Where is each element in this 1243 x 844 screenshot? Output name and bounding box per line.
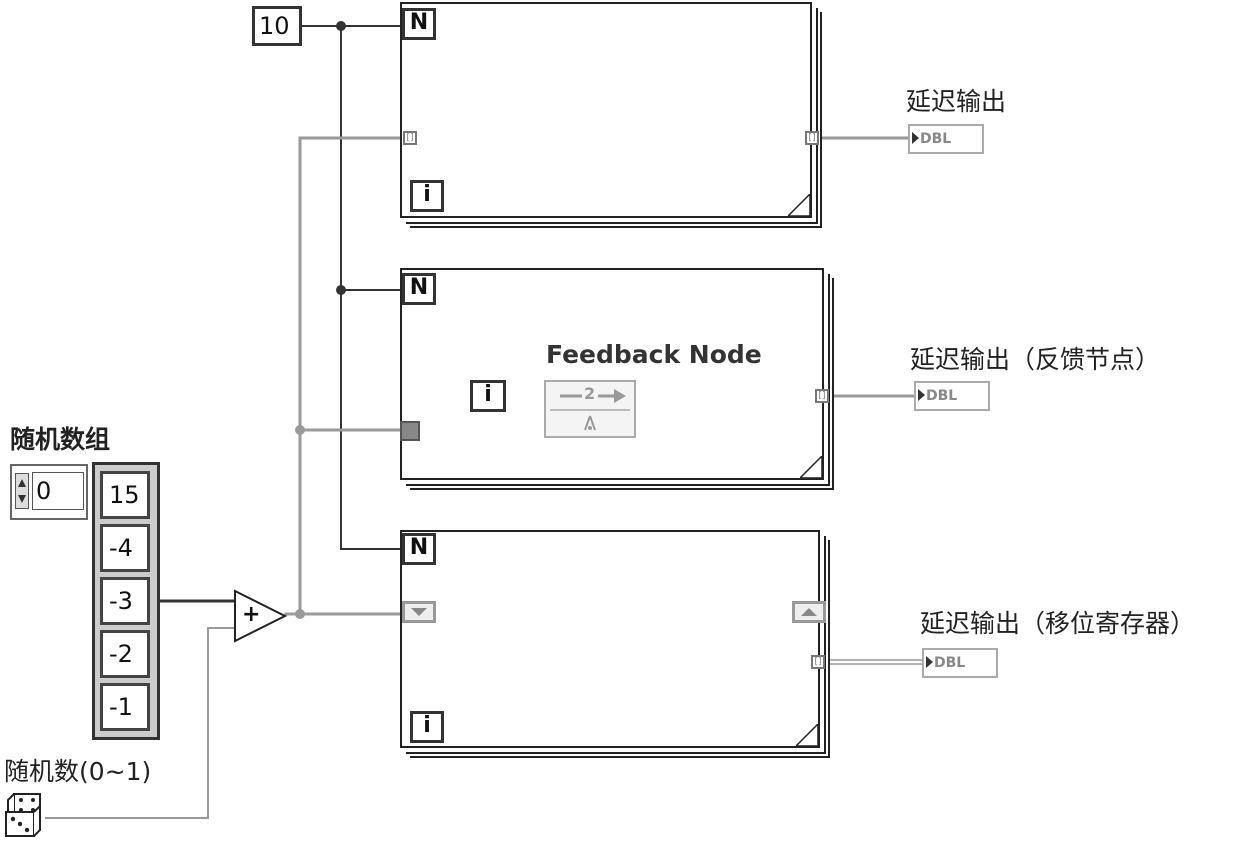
tunnel-in-loop1[interactable]: [] <box>403 131 417 145</box>
tunnel-out-loop2[interactable]: [] <box>815 389 829 403</box>
array-index-value[interactable]: 0 <box>32 472 84 510</box>
tunnel-out-loop1[interactable]: [] <box>805 131 819 145</box>
indicator-dbl-1[interactable]: DBL <box>908 124 984 154</box>
count-terminal-loop1[interactable]: N <box>402 8 436 40</box>
random-dice-function[interactable] <box>2 792 46 838</box>
tunnel-in-loop2[interactable] <box>400 421 420 441</box>
array-label: 随机数组 <box>10 425 111 454</box>
n-constant[interactable]: 10 <box>252 6 302 46</box>
add-function[interactable]: + <box>232 588 288 644</box>
shift-register-left[interactable] <box>402 601 436 623</box>
iteration-terminal-loop2[interactable]: i <box>470 380 506 412</box>
array-indicator-icon <box>918 389 925 401</box>
down-arrow-icon <box>411 608 427 616</box>
array-element[interactable]: -3 <box>100 577 150 625</box>
indicator-dbl-2[interactable]: DBL <box>914 381 990 411</box>
array-element[interactable]: -2 <box>100 630 150 678</box>
index-spinner[interactable] <box>15 473 29 509</box>
shift-register-right[interactable] <box>792 601 826 623</box>
loop-resize-corner <box>788 194 810 216</box>
feedback-node[interactable]: 2 <box>544 380 636 438</box>
junction-dot <box>295 609 305 619</box>
count-terminal-loop2[interactable]: N <box>402 273 436 305</box>
iteration-terminal-loop1[interactable]: i <box>410 180 444 212</box>
random-label: 随机数(0~1) <box>4 757 152 786</box>
feedback-delay: 2 <box>584 384 596 403</box>
count-terminal-loop3[interactable]: N <box>402 533 436 565</box>
add-triangle-icon <box>234 589 288 643</box>
wire-n-trunk <box>340 25 403 550</box>
dice-icon <box>5 793 41 837</box>
junction-dot <box>295 425 305 435</box>
array-elements[interactable]: 15 -4 -3 -2 -1 <box>92 462 160 740</box>
array-element[interactable]: -1 <box>100 683 150 731</box>
loop-resize-corner <box>800 456 822 478</box>
spinner-arrows-icon <box>18 479 26 503</box>
add-symbol: + <box>242 602 261 627</box>
array-element[interactable]: 15 <box>100 471 150 519</box>
junction-dot <box>336 285 346 295</box>
up-arrow-icon <box>801 608 817 616</box>
indicator-label-3: 延迟输出（移位寄存器） <box>920 609 1196 638</box>
array-indicator-icon <box>912 132 919 144</box>
for-loop-1[interactable] <box>400 2 812 218</box>
indicator-label-2: 延迟输出（反馈节点） <box>910 345 1161 374</box>
tunnel-out-loop3[interactable]: [] <box>811 655 825 669</box>
for-loop-2[interactable] <box>400 268 824 480</box>
feedback-node-title: Feedback Node <box>546 340 762 369</box>
array-indicator-icon <box>926 656 933 668</box>
indicator-dbl-3[interactable]: DBL <box>922 648 998 678</box>
junction-dot <box>336 21 346 31</box>
array-index-control[interactable]: 0 <box>10 464 88 520</box>
wire-random-add <box>45 627 235 819</box>
feedback-arrow-icon <box>550 389 630 431</box>
for-loop-3[interactable] <box>400 530 820 748</box>
indicator-label-1: 延迟输出 <box>906 87 1007 116</box>
wire-vert-trunk <box>298 136 404 616</box>
iteration-terminal-loop3[interactable]: i <box>410 711 444 743</box>
loop-resize-corner <box>796 724 818 746</box>
array-element[interactable]: -4 <box>100 524 150 572</box>
